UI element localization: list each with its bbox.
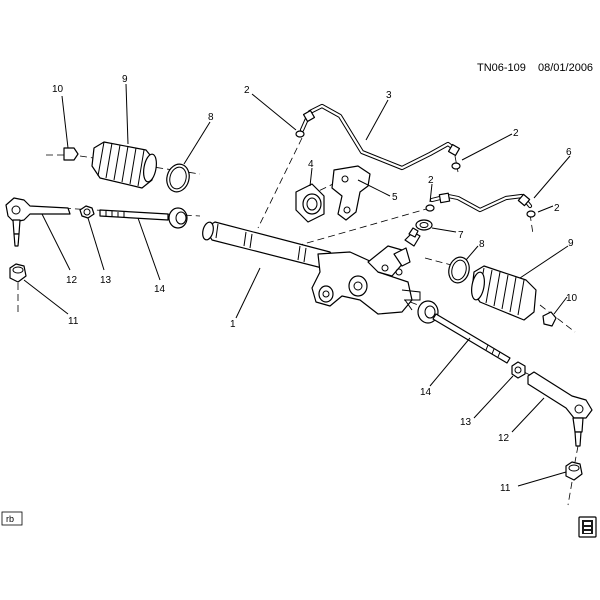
clamp-part-10-left [63,147,79,161]
callout-6: 6 [566,147,572,158]
callout-2-right: 2 [554,203,560,214]
bushing-part-4 [295,183,325,223]
callout-3: 3 [386,90,392,101]
callout-8-right: 8 [479,239,485,250]
callout-10-left: 10 [52,84,64,95]
inner-tie-rod-part-14-left [99,207,188,229]
callout-9-right: 9 [568,238,574,249]
tie-rod-end-part-12-right [527,371,593,447]
callout-12-right: 12 [498,433,510,444]
rb-tag: rb [1,511,23,526]
reference-code: TN06-109 [477,62,526,74]
book-icon [578,516,597,538]
clamp-part-10-right [542,311,557,327]
rack-housing-part-1 [202,221,421,315]
rb-tag-label: rb [6,514,14,524]
callout-1: 1 [230,319,236,330]
clamp-ring-part-8-right [448,256,470,284]
callout-2-center: 2 [428,175,434,186]
jam-nut-part-13-right [511,361,526,379]
nut-part-11-left [9,263,27,283]
leader-lines [23,83,571,487]
callout-8-left: 8 [208,112,214,123]
callout-11-left: 11 [68,316,79,327]
nut-part-11-right [565,461,583,481]
bracket-part-5 [331,165,371,221]
hydraulic-line-part-6 [429,192,533,213]
callout-7: 7 [458,230,464,241]
seal-part-7 [415,219,433,231]
jam-nut-part-13-left [79,205,95,219]
clamp-ring-part-8-left [166,163,190,193]
callout-14-left: 14 [154,284,166,295]
callout-13-left: 13 [100,275,112,286]
callout-4: 4 [308,159,314,170]
hydraulic-line-part-3 [299,103,461,171]
callout-13-right: 13 [460,417,472,428]
boot-part-9-right [471,265,537,321]
callout-2-upper-right: 2 [513,128,519,139]
callout-labels: 1 2 3 2 2 2 4 5 6 7 8 9 10 14 13 12 11 1… [52,74,578,494]
inner-tie-rod-part-14-right [417,300,511,364]
callout-14-right: 14 [420,387,432,398]
tie-rod-end-part-12-left [5,197,71,247]
callout-5: 5 [392,192,398,203]
boot-part-9-left [91,141,157,189]
callout-10-right: 10 [566,293,578,304]
callout-2-upper-left: 2 [244,85,250,96]
o-rings-part-2 [295,130,536,218]
callout-11-right: 11 [500,483,511,494]
reference-date: 08/01/2006 [538,62,593,74]
callout-9-left: 9 [122,74,128,85]
callout-12-left: 12 [66,275,78,286]
